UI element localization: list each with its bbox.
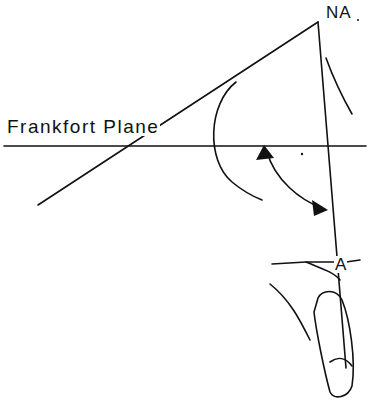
sella-nasion-line (38, 22, 318, 205)
point-label: A (334, 256, 347, 273)
dot (301, 153, 303, 155)
incisor-tooth (314, 292, 353, 397)
frankfort-plane-line (4, 145, 366, 147)
orbit-outline (214, 82, 262, 200)
angle-arc (267, 152, 322, 208)
incisor-crown-line (330, 359, 352, 366)
nasal-bone (326, 58, 352, 114)
plane-label: Frankfort Plane (6, 117, 160, 136)
arrowhead (312, 200, 328, 216)
dot (357, 19, 359, 21)
point-label: NA (326, 4, 352, 21)
maxilla-contour (270, 284, 310, 340)
arrowhead (256, 145, 274, 160)
